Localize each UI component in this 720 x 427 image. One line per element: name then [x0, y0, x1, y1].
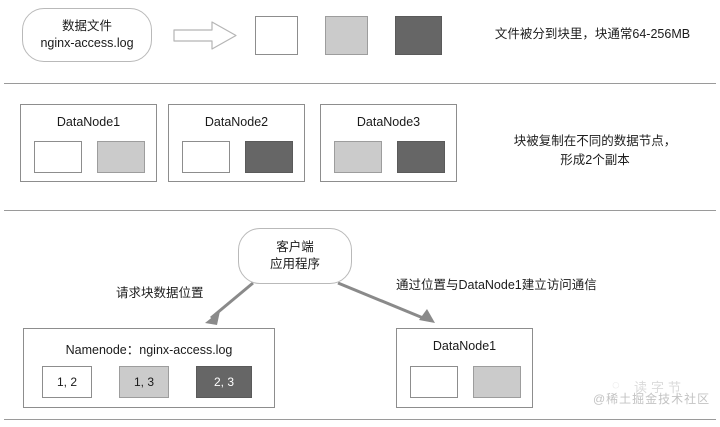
bottom-datanode-box: DataNode1	[396, 328, 533, 408]
row2-caption: 块被复制在不同的数据节点， 形成2个副本	[480, 132, 710, 170]
row1-caption: 文件被分到块里，块通常64-256MB	[470, 25, 715, 44]
row1-block-1	[255, 16, 298, 55]
datanode-box-1: DataNode1	[20, 104, 157, 182]
watermark-secondary: 读字节	[634, 380, 686, 395]
divider-row1-row2	[4, 83, 716, 84]
namenode-box: Namenode：nginx-access.log 1, 2 1, 3 2, 3	[23, 328, 275, 408]
datanode-1-title: DataNode1	[56, 115, 121, 129]
datanode-3-block-2	[397, 141, 445, 173]
right-arrow-label: 通过位置与DataNode1建立访问通信	[396, 278, 597, 292]
row2-caption-line1: 块被复制在不同的数据节点，	[513, 134, 677, 148]
divider-row2-row3	[4, 210, 716, 211]
datanode-box-3: DataNode3	[320, 104, 457, 182]
row2-caption-line2: 形成2个副本	[560, 152, 630, 167]
watermark-primary: @稀土掘金技术社区	[593, 392, 711, 406]
row1-block-3	[395, 16, 442, 55]
client-app-label-line1: 客户端	[276, 240, 314, 255]
namenode-block-3: 2, 3	[196, 366, 252, 398]
hollow-right-arrow-icon	[173, 21, 237, 50]
datanode-2-title: DataNode2	[204, 115, 269, 129]
client-app-label-line2: 应用程序	[269, 257, 320, 271]
datanode-3-block-1	[334, 141, 382, 173]
namenode-block-1-label: 1, 2	[56, 375, 77, 389]
row1-caption-line1: 文件被分到块里，块通常64-256MB	[494, 27, 691, 41]
data-file-node: 数据文件 nginx-access.log	[22, 8, 152, 62]
client-to-namenode-arrow	[205, 281, 254, 325]
left-arrow-label: 请求块数据位置	[116, 286, 204, 300]
datanode-2-block-2	[245, 141, 293, 173]
bottom-datanode-title: DataNode1	[432, 339, 497, 353]
watermark-logo-icon: ◌	[612, 377, 620, 392]
namenode-block-2: 1, 3	[119, 366, 169, 398]
datanode-1-block-1	[34, 141, 82, 173]
bottom-datanode-block-2	[473, 366, 521, 398]
bottom-datanode-block-1	[410, 366, 458, 398]
data-file-label-line1: 数据文件	[61, 19, 112, 34]
data-file-label-line2: nginx-access.log	[40, 36, 134, 50]
client-app-node: 客户端 应用程序	[238, 228, 352, 284]
namenode-block-3-label: 2, 3	[213, 375, 234, 389]
datanode-2-block-1	[182, 141, 230, 173]
divider-bottom	[4, 419, 716, 420]
row1-block-2	[325, 16, 368, 55]
namenode-title: Namenode：nginx-access.log	[65, 343, 233, 357]
datanode-3-title: DataNode3	[356, 115, 421, 129]
datanode-box-2: DataNode2	[168, 104, 305, 182]
namenode-block-2-label: 1, 3	[133, 375, 154, 389]
datanode-1-block-2	[97, 141, 145, 173]
namenode-block-1: 1, 2	[42, 366, 92, 398]
